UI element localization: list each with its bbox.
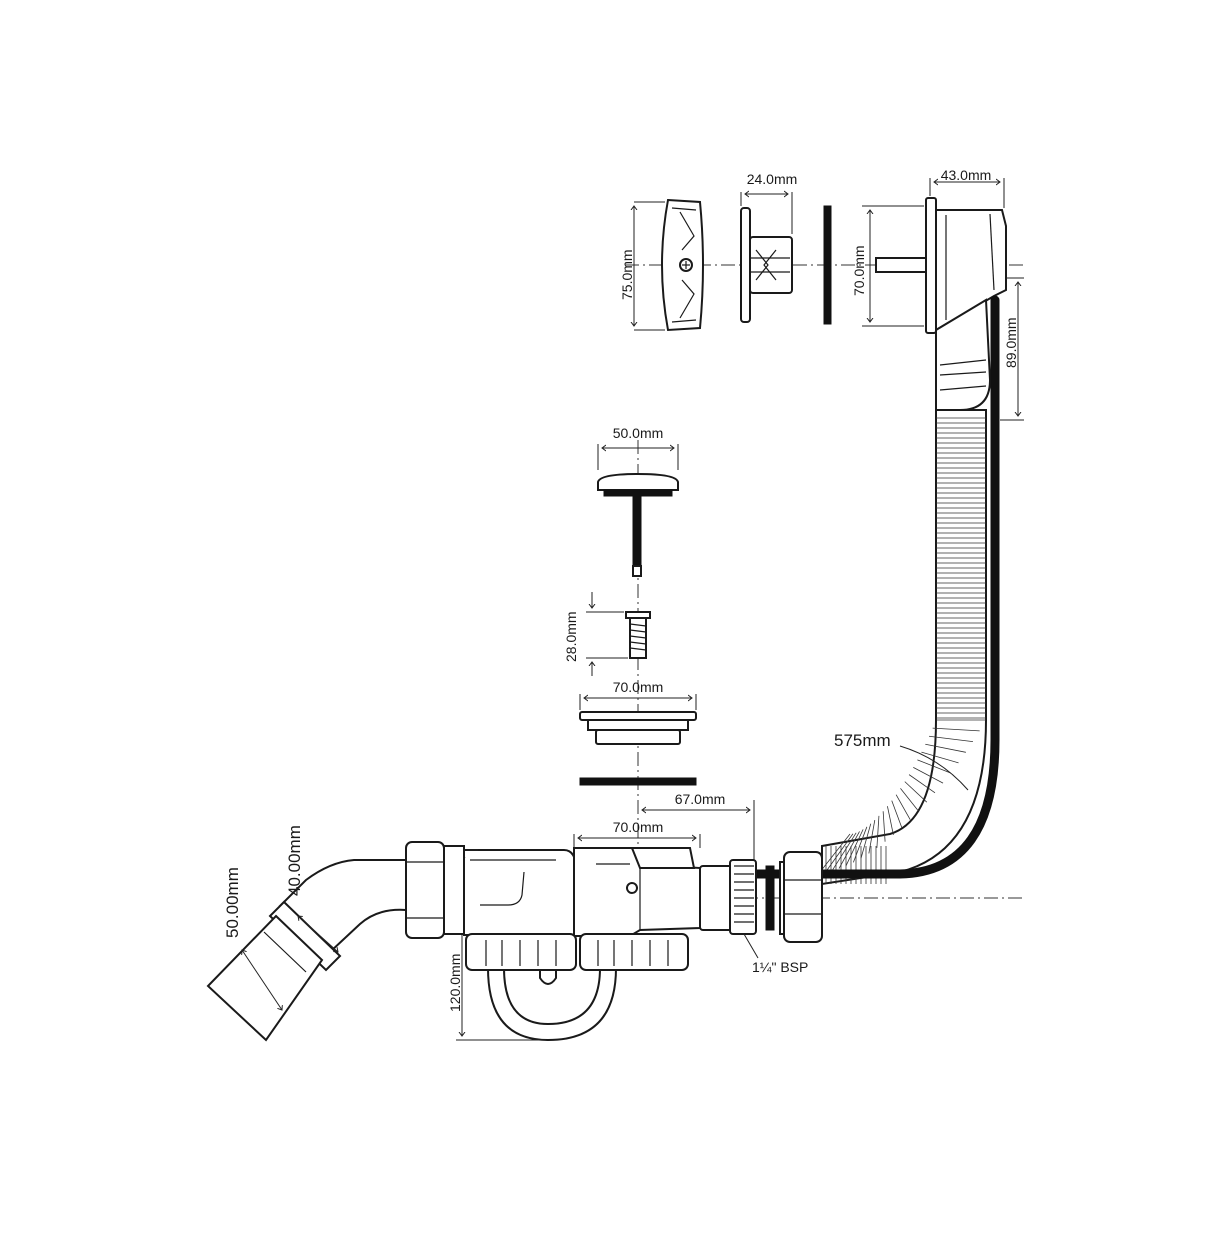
waste-offset-label: 67.0mm: [675, 791, 726, 807]
head-depth-label: 43.0mm: [941, 167, 992, 183]
flexible-hose: 575mm: [637, 295, 1000, 886]
body-depth-dimension: 24.0mm: [740, 171, 798, 234]
outlet-50-label: 50.00mm: [223, 867, 242, 938]
screw-length-label: 28.0mm: [563, 611, 579, 662]
cap-height-dimension: 75.0mm: [619, 201, 665, 331]
trap-nut-left: [465, 933, 577, 971]
head-height-label: 70.0mm: [851, 245, 867, 296]
waste-offset-dimension: 67.0mm: [642, 791, 755, 868]
threaded-outlet: [699, 851, 823, 943]
thread-size-label: 1¼" BSP: [752, 959, 808, 975]
head-depth-dimension: 43.0mm: [929, 167, 1005, 208]
trap-left-riser: [463, 849, 577, 936]
head-height-dimension: 70.0mm: [851, 205, 924, 327]
outlet-40-label: 40.00mm: [285, 825, 304, 896]
overflow-cover-cap: [661, 198, 704, 332]
waste-washer: [579, 777, 697, 786]
trap-assembly: 1¼" BSP 120.0mm 40.00mm 50.00m: [206, 825, 1025, 1042]
trap-inlet-dimension: 70.0mm: [573, 819, 701, 848]
hose-length-leader: [899, 745, 969, 791]
overflow-head: [875, 197, 1007, 411]
overflow-body: [740, 207, 793, 323]
waste-screw: [625, 611, 651, 659]
trap-nut-right: [579, 933, 689, 971]
plug-width-dimension: 50.0mm: [597, 425, 679, 470]
union-nut: [405, 841, 465, 939]
grate-width-label: 70.0mm: [613, 679, 664, 695]
overflow-drop-label: 89.0mm: [1003, 317, 1019, 368]
trap-height-label: 120.0mm: [447, 954, 463, 1012]
overflow-drop-dimension: 89.0mm: [1000, 277, 1024, 421]
overflow-gasket: [823, 205, 832, 325]
grate-width-dimension: 70.0mm: [579, 679, 697, 710]
outlet-40-dimension: 40.00mm: [285, 825, 338, 952]
click-clack-plug: [597, 472, 679, 577]
cap-height-label: 75.0mm: [619, 249, 635, 300]
plug-width-label: 50.0mm: [613, 425, 664, 441]
control-cable: [637, 295, 1000, 879]
thread-size-callout: 1¼" BSP: [743, 933, 808, 975]
overflow-assembly: 75.0mm 24.0mm: [619, 167, 1025, 421]
screw-length-dimension: 28.0mm: [563, 592, 628, 676]
waste-components: 50.0mm 28.0mm 70.0mm: [563, 425, 755, 930]
hose-length-label: 575mm: [834, 731, 891, 750]
waste-grate: [579, 711, 697, 745]
trap-inlet-label: 70.0mm: [613, 819, 664, 835]
body-depth-label: 24.0mm: [747, 171, 798, 187]
outlet-50-dimension: 50.00mm: [223, 867, 282, 1010]
